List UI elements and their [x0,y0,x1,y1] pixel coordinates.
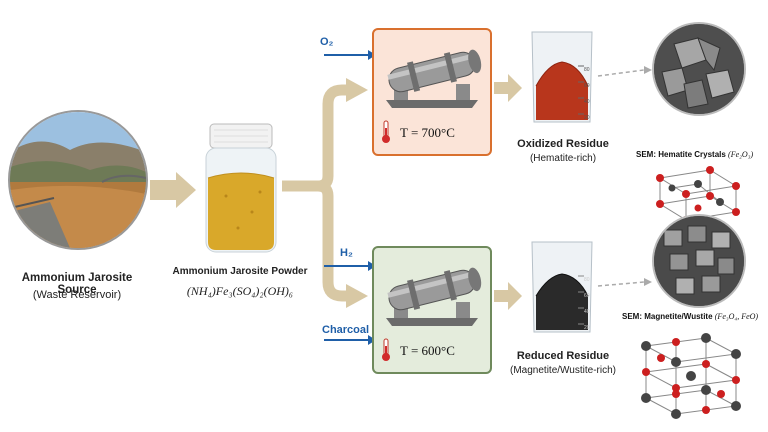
sem-hematite-formula: (Fe₂O₃) [728,150,754,159]
dashed-link-hematite [597,69,645,77]
branch-lower [282,180,348,302]
rotary-kiln-icon [386,267,482,326]
oxidized-residue-title: Oxidized Residue [517,138,609,150]
sem-hematite-image [652,22,746,116]
beaker-mark: 40 [584,309,590,315]
source-title: Ammonium Jarosite Source [21,272,133,296]
sem-hematite-label: SEM: Hematite Crystals [636,150,726,159]
h2-label: H₂ [340,247,353,259]
oxidizing-furnace-box: T = 700°C [372,28,492,156]
charcoal-label: Charcoal [322,324,370,336]
beaker-mark: 20 [584,115,590,121]
beaker-mark: 60 [584,293,590,299]
magnetite-crystal-structure [641,333,741,419]
thermometer-icon [380,338,392,367]
oxidizing-temperature: T = 700°C [400,125,455,140]
oxidized-residue-subtitle: (Hematite-rich) [529,153,597,164]
sem-magnetite-label: SEM: Magnetite/Wustite [622,312,713,321]
arrow-source-to-powder [150,172,196,208]
arrow-reducing-to-beaker [494,282,522,310]
thermometer-icon [380,120,392,149]
beaker-icon: 80 60 40 20 [526,26,598,126]
beaker-icon: 80 60 40 20 [526,236,598,336]
reducing-furnace-box: T = 600°C [372,246,492,374]
beaker-mark: 20 [584,325,590,331]
o2-label: O₂ [320,36,334,48]
sem-magnetite-formula: (Fe₃O₄, FeO) [714,312,759,321]
arrow-oxidizing-to-beaker [494,74,522,102]
powder-title: Ammonium Jarosite Powder [172,266,308,277]
jar-icon [196,116,286,256]
reservoir-photo [8,110,148,250]
beaker-mark: 40 [584,99,590,105]
powder-formula: (NH₄)Fe₃(SO₄)₂(OH)₆ [186,284,294,298]
beaker-mark: 80 [584,67,590,73]
source-subtitle: (Waste Reservoir) [32,289,122,301]
dashed-link-magnetite [597,281,645,287]
branch-trunk [282,84,348,192]
reducing-temperature: T = 600°C [400,343,455,358]
arrow-to-reducing-furnace [346,284,368,308]
reduced-residue-subtitle: (Magnetite/Wustite-rich) [510,365,616,376]
reduced-residue-title: Reduced Residue [516,350,610,362]
beaker-mark: 60 [584,83,590,89]
sem-magnetite-image [652,214,746,308]
rotary-kiln-icon [386,49,482,108]
hematite-crystal-structure [656,166,740,224]
beaker-mark: 80 [584,277,590,283]
arrow-to-oxidizing-furnace [346,78,368,102]
